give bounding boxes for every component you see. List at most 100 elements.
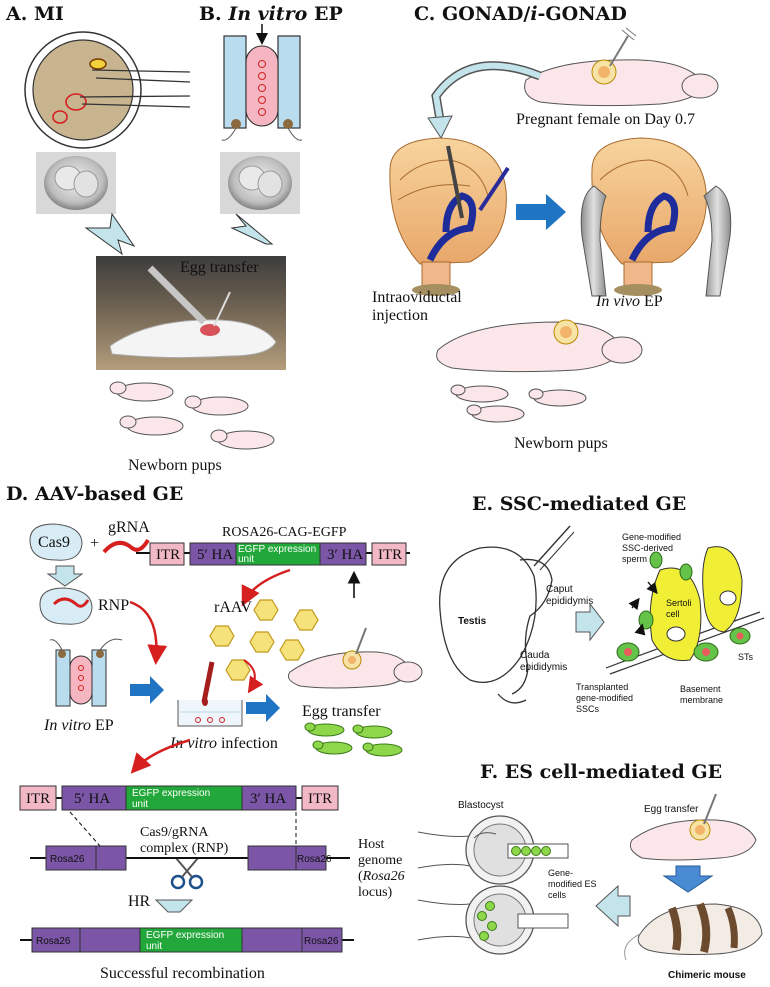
cas9-complex-line2: complex (RNP) (140, 841, 229, 856)
panel-a: A. MI (5, 3, 191, 256)
arrow-d-right-2 (246, 694, 280, 722)
host-block-right (247, 845, 297, 871)
gene-es-line1: Gene- (548, 868, 573, 878)
arrow-to-rnp (46, 565, 84, 587)
recipient-mouse-f (629, 793, 757, 861)
targeting-itr-left (19, 785, 57, 811)
recipient-mouse-d (287, 627, 423, 689)
ha3-box (319, 542, 367, 566)
infection-dish (177, 661, 243, 727)
newborn-pups-label-a: Newborn pups (128, 457, 222, 474)
basement-line1: Basement (680, 684, 721, 694)
itr-box-left (149, 542, 185, 566)
curved-arrow-c-head (427, 115, 453, 140)
targeting-ha5-label: 5′ HA (74, 791, 110, 807)
caput-line2: epididymis (546, 596, 593, 607)
panel-f: F. ES cell-mediated GE Blastocyst Gene- … (417, 761, 763, 981)
oviduct-injection (389, 137, 510, 296)
recombined-egfp-1: EGFP expression (146, 930, 224, 941)
grna-strand (102, 538, 150, 554)
sertoli-line1: Sertoli (666, 598, 692, 608)
transplanted-line2: gene-modified (576, 693, 633, 703)
sts-label: STs (738, 652, 754, 662)
ha3-label: 3′ HA (327, 547, 363, 563)
gene-es-line3: cells (548, 890, 567, 900)
arrow-c-right (516, 194, 566, 230)
panel-c-title: C. GONAD/i-GONAD (414, 3, 627, 25)
targeting-egfp-2: unit (132, 799, 148, 810)
targeting-egfp-1: EGFP expression (132, 788, 210, 799)
egg-transfer-photo: Egg transfer (96, 256, 286, 370)
raav-label: rAAV (214, 599, 252, 616)
arrow-e-right (575, 602, 605, 642)
host-block-left (95, 845, 127, 871)
recombined-rosa26-left-label: Rosa26 (36, 936, 71, 947)
cas9-protein: Cas9 (29, 523, 83, 561)
panel-b: B. In vitro EP (199, 3, 343, 245)
green-pups-d (304, 722, 403, 757)
cauda-line2: epididymis (520, 662, 567, 673)
panel-b-title: B. In vitro EP (199, 3, 343, 25)
panel-e: E. SSC-mediated GE Testis Caput epididym… (439, 493, 765, 714)
construct-title: ROSA26-CAG-EGFP (222, 525, 347, 540)
panel-d: D. AAV-based GE Cas9 + gRNA RNP In vitro (6, 483, 423, 982)
intraoviductal-line1: Intraoviductal (372, 289, 462, 306)
targeting-egfp (125, 785, 243, 811)
ha5-label: 5′ HA (197, 547, 233, 563)
host-rosa26-left (45, 845, 97, 871)
blastocyst-upper (417, 815, 569, 885)
pregnant-female-label: Pregnant female on Day 0.7 (516, 111, 695, 128)
in-vivo-ep-label: In vivo EP (595, 293, 663, 310)
hr-arrow (154, 899, 194, 913)
egg-transfer-label-a: Egg transfer (180, 259, 259, 276)
panel-d-title: D. AAV-based GE (6, 483, 183, 505)
panel-e-title: E. SSC-mediated GE (472, 493, 686, 515)
targeting-ha3-label: 3′ HA (250, 791, 286, 807)
raav-particles (209, 599, 319, 681)
blastocyst-lower (417, 885, 569, 955)
egg-transfer-label-f: Egg transfer (644, 804, 699, 815)
testis-label: Testis (458, 616, 487, 627)
arrow-a-down (84, 212, 136, 256)
rnp-complex (39, 587, 93, 625)
pregnant-mouse (524, 27, 719, 107)
red-arrow-rnp (129, 600, 168, 665)
newborn-pups-a (109, 381, 275, 450)
recombined-ha3 (241, 927, 303, 953)
host-line2: genome (358, 853, 402, 868)
successful-recombination-label: Successful recombination (100, 965, 265, 982)
dashed-left (69, 811, 101, 847)
egfp-label-2: unit (238, 554, 254, 565)
egg-transfer-label-d: Egg transfer (302, 703, 381, 720)
host-rosa26-right (295, 845, 327, 871)
cas9-complex-line1: Cas9/gRNA (140, 825, 209, 840)
gene-mod-line2: SSC-derived (622, 543, 673, 553)
seminiferous-tubule (605, 546, 765, 675)
embryo-photo-b (220, 152, 300, 214)
recombined-rosa26-right (301, 927, 343, 953)
caput-line1: Caput (546, 584, 573, 595)
cas9-label: Cas9 (38, 534, 70, 551)
gene-mod-line1: Gene-modified (622, 532, 681, 542)
newborn-pups-label-c: Newborn pups (514, 435, 608, 452)
in-vitro-ep-label-d: In vitro EP (43, 717, 114, 734)
recombined-egfp (139, 927, 243, 953)
testis-diagram (439, 525, 575, 704)
blastocyst-label: Blastocyst (458, 800, 504, 811)
gene-mod-line3: sperm (622, 554, 647, 564)
panel-c: C. GONAD/i-GONAD Pregnant female on Day … (372, 3, 732, 452)
hr-label: HR (128, 893, 151, 910)
red-arrow-raav (243, 659, 264, 694)
egfp-label-1: EGFP expression (238, 544, 316, 555)
oviduct-electroporation (580, 137, 732, 297)
newborn-pups-c (450, 384, 587, 423)
recombined-egfp-2: unit (146, 941, 162, 952)
cuvette-d (49, 638, 123, 707)
recombined-ha5 (79, 927, 141, 953)
host-rosa26-right-label: Rosa26 (297, 854, 332, 865)
gene-es-line2: modified ES (548, 879, 597, 889)
mother-mouse-c (436, 319, 643, 373)
intraoviductal-line2: injection (372, 307, 428, 324)
itr-label-right: ITR (378, 547, 402, 563)
